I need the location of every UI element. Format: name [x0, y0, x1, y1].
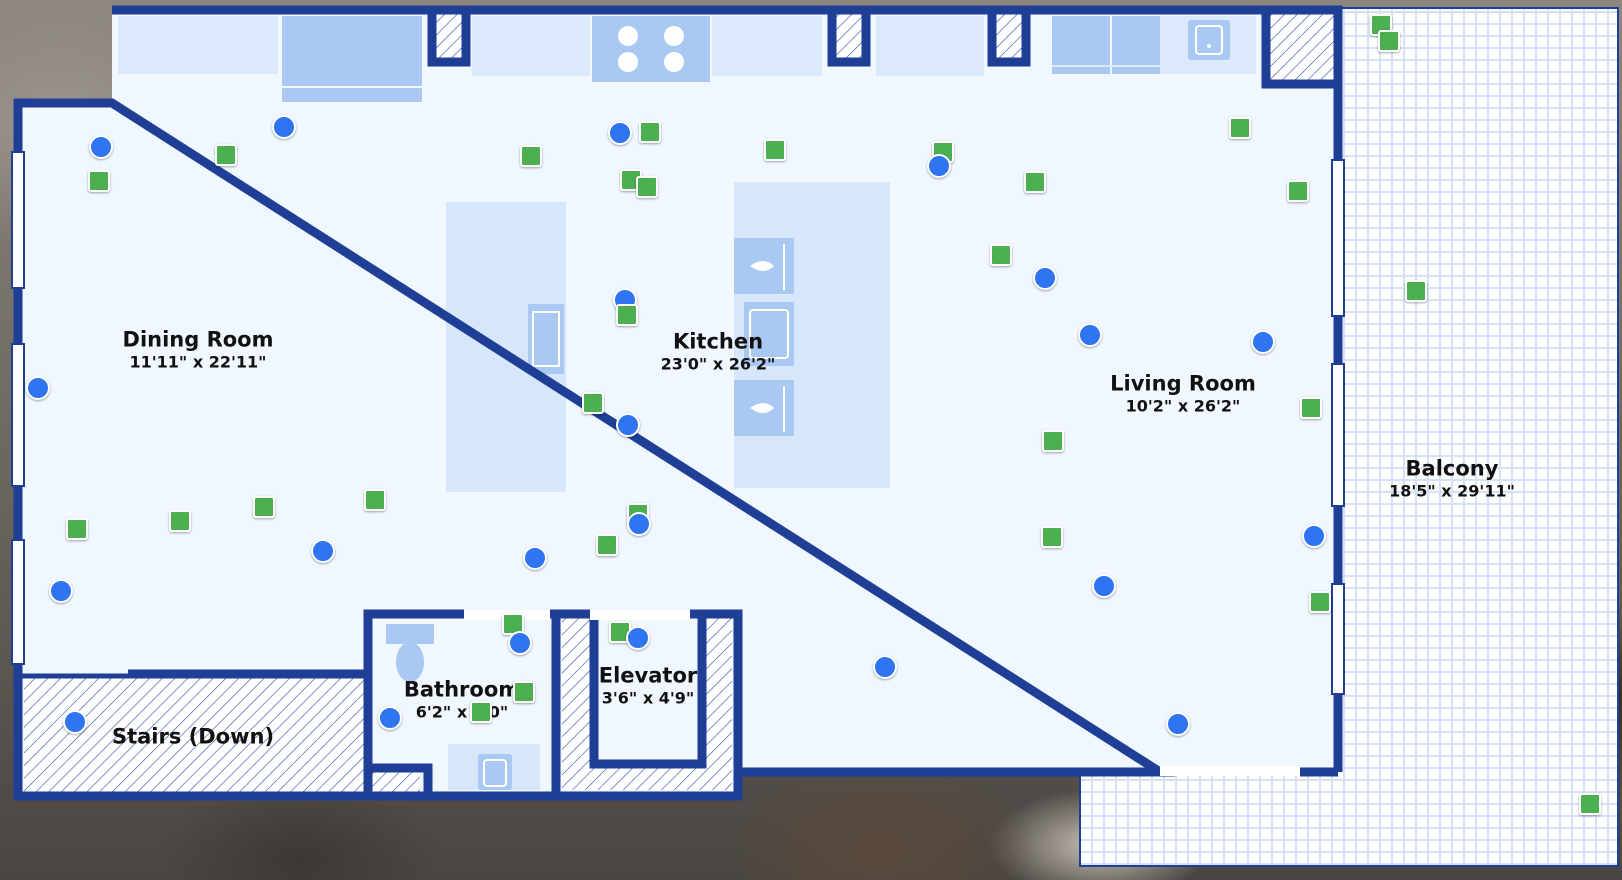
bathroom-area: [372, 618, 554, 792]
green-square-marker[interactable]: [1229, 117, 1251, 139]
blue-circle-marker[interactable]: [627, 512, 651, 536]
room-dimensions: 3'6" x 4'9": [601, 688, 695, 708]
room-label-kitchen: Kitchen 23'0" x 26'2": [661, 330, 776, 375]
room-label-balcony: Balcony 18'5" x 29'11": [1389, 457, 1515, 502]
green-square-marker[interactable]: [520, 145, 542, 167]
room-label-dining-room: Dining Room 11'11" x 22'11": [123, 328, 274, 373]
green-square-marker[interactable]: [364, 489, 386, 511]
green-square-marker[interactable]: [66, 518, 88, 540]
room-label-elevator: Elevator 3'6" x 4'9": [599, 664, 697, 709]
blue-circle-marker[interactable]: [1302, 524, 1326, 548]
blue-circle-marker[interactable]: [873, 655, 897, 679]
green-square-marker[interactable]: [1309, 591, 1331, 613]
blue-circle-marker[interactable]: [508, 631, 532, 655]
blue-circle-marker[interactable]: [1092, 574, 1116, 598]
green-square-marker[interactable]: [1041, 526, 1063, 548]
room-dimensions: 10'2" x 26'2": [1125, 396, 1241, 416]
room-dimensions: 6'2" x 5'0": [415, 702, 509, 722]
room-label-stairs: Stairs (Down): [112, 725, 274, 750]
blue-circle-marker[interactable]: [26, 376, 50, 400]
room-name: Elevator: [598, 663, 698, 688]
green-square-marker[interactable]: [215, 144, 237, 166]
green-square-marker[interactable]: [616, 304, 638, 326]
blue-circle-marker[interactable]: [608, 121, 632, 145]
green-square-marker[interactable]: [1042, 430, 1064, 452]
room-name: Dining Room: [122, 327, 274, 352]
dining-island: [446, 202, 566, 492]
blue-circle-marker[interactable]: [378, 706, 402, 730]
room-dimensions: 23'0" x 26'2": [660, 354, 776, 374]
green-square-marker[interactable]: [1378, 30, 1400, 52]
blue-circle-marker[interactable]: [1166, 712, 1190, 736]
kitchen-counters: [118, 16, 1256, 102]
blue-circle-marker[interactable]: [311, 539, 335, 563]
green-square-marker[interactable]: [1579, 793, 1601, 815]
green-square-marker[interactable]: [513, 681, 535, 703]
blue-circle-marker[interactable]: [1251, 330, 1275, 354]
green-square-marker[interactable]: [596, 534, 618, 556]
green-square-marker[interactable]: [1405, 280, 1427, 302]
blue-circle-marker[interactable]: [626, 626, 650, 650]
blue-circle-marker[interactable]: [1078, 323, 1102, 347]
room-name: Bathroom: [403, 677, 521, 702]
room-label-living-room: Living Room 10'2" x 26'2": [1110, 372, 1256, 417]
room-name: Stairs (Down): [111, 724, 275, 749]
blue-circle-marker[interactable]: [523, 546, 547, 570]
blue-circle-marker[interactable]: [49, 579, 73, 603]
room-name: Balcony: [1405, 456, 1499, 481]
blue-circle-marker[interactable]: [1033, 266, 1057, 290]
green-square-marker[interactable]: [639, 121, 661, 143]
room-label-bathroom: Bathroom 6'2" x 5'0": [404, 678, 520, 723]
green-square-marker[interactable]: [1300, 397, 1322, 419]
kitchen-island: [734, 182, 890, 488]
green-square-marker[interactable]: [582, 392, 604, 414]
green-square-marker[interactable]: [990, 244, 1012, 266]
blue-circle-marker[interactable]: [89, 135, 113, 159]
green-square-marker[interactable]: [169, 510, 191, 532]
main-floor: [18, 10, 1336, 796]
green-square-marker[interactable]: [470, 701, 492, 723]
green-square-marker[interactable]: [1287, 180, 1309, 202]
green-square-marker[interactable]: [253, 496, 275, 518]
wall-columns: [432, 12, 1334, 80]
room-dimensions: 11'11" x 22'11": [129, 352, 267, 372]
blue-circle-marker[interactable]: [927, 154, 951, 178]
green-square-marker[interactable]: [636, 176, 658, 198]
green-square-marker[interactable]: [764, 139, 786, 161]
blue-circle-marker[interactable]: [616, 413, 640, 437]
room-name: Living Room: [1110, 371, 1256, 396]
room-dimensions: 18'5" x 29'11": [1389, 481, 1515, 501]
blue-circle-marker[interactable]: [272, 115, 296, 139]
stairs-area: [24, 676, 364, 792]
blue-circle-marker[interactable]: [63, 710, 87, 734]
walls: [13, 5, 1343, 801]
green-square-marker[interactable]: [1024, 171, 1046, 193]
green-square-marker[interactable]: [88, 170, 110, 192]
room-name: Kitchen: [672, 329, 764, 354]
